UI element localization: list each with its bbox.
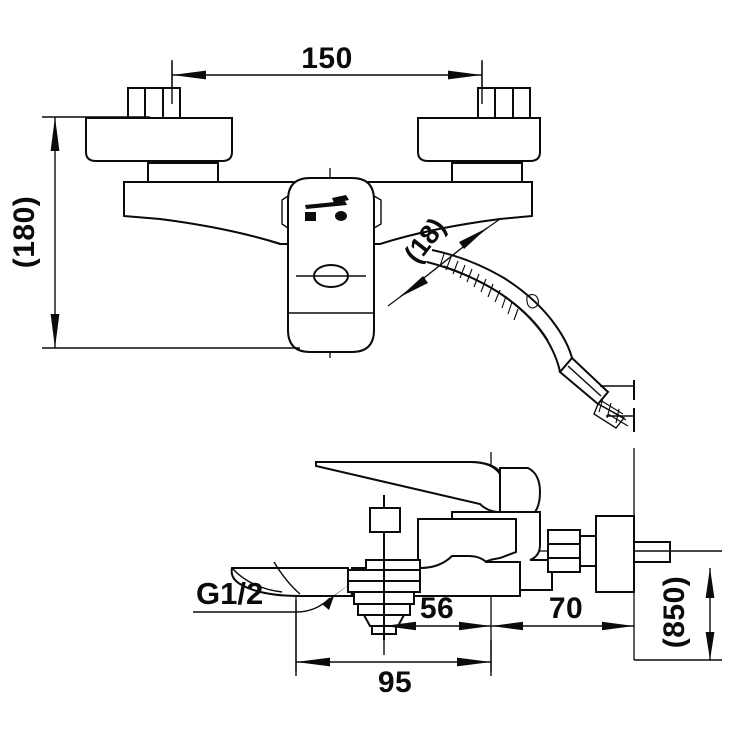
dim95-text: 95	[378, 666, 412, 699]
dim95-arrow-right	[457, 657, 491, 667]
outlet-nut-b	[547, 543, 581, 559]
dim70-text: 70	[549, 592, 583, 625]
dimension-850: (850)	[634, 550, 722, 661]
dim18-ext-upper	[482, 218, 501, 232]
shower-outlet-connector	[547, 515, 671, 593]
handshower-upper-contour	[431, 249, 573, 359]
handshower-grip-knurl	[439, 253, 519, 321]
cold-indicator-square	[305, 212, 316, 221]
dimension-180: (180)	[8, 116, 300, 349]
dim180-arrow-bottom	[50, 314, 60, 348]
dim56-arrow-left	[384, 621, 416, 631]
dim180-arrow-top	[50, 117, 60, 151]
dim56-arrow-right	[459, 621, 491, 631]
label-g12: G1/2	[193, 576, 354, 613]
dim850-arrow-bottom	[705, 632, 715, 660]
spout-lip-detail	[231, 567, 283, 593]
g12-leader-arrow	[322, 581, 354, 610]
outlet-barrel	[595, 515, 635, 593]
brand-glyph-bar	[305, 201, 347, 209]
spout-seam	[273, 561, 301, 595]
side-elevation	[230, 448, 671, 672]
diverter-cap	[369, 507, 401, 533]
dim56-text: 56	[420, 592, 454, 625]
left-cover-flange	[85, 117, 233, 162]
dim150-arrow-right	[448, 70, 482, 80]
handshower-thumb-detail	[526, 293, 539, 309]
dim850-arrow-top	[705, 568, 715, 598]
dim18-ext-lower	[387, 293, 405, 307]
dim70-arrow-left	[491, 621, 523, 631]
bath-spout	[230, 567, 354, 597]
handshower-outlet-face	[593, 403, 626, 429]
outlet-nut-a	[547, 529, 581, 545]
g12-text: G1/2	[196, 576, 263, 611]
right-hex-nut	[477, 87, 531, 119]
dim150-text: 150	[301, 42, 353, 75]
dim18-arrow-upper	[459, 228, 487, 249]
brand-glyph-tick	[332, 195, 349, 203]
dim18-arrow-lower	[400, 276, 428, 297]
outlet-nut-c	[547, 557, 581, 573]
right-cover-flange	[417, 117, 541, 162]
body-right-sweep	[379, 215, 533, 245]
outlet-spigot	[633, 541, 671, 563]
body-left-sweep	[123, 215, 283, 245]
dimension-70: 70	[491, 592, 634, 631]
dim180-text: (180)	[8, 196, 41, 269]
lever-left-notch	[281, 195, 289, 229]
hot-indicator-dot	[335, 211, 347, 221]
lever-handle	[281, 177, 382, 353]
side-lever-underline	[315, 465, 481, 505]
dimension-150: 150	[171, 42, 483, 104]
dim70-arrow-right	[602, 621, 634, 631]
handshower-head-rim	[567, 365, 602, 397]
dim850-text: (850)	[658, 576, 691, 649]
diverter-knob	[347, 495, 421, 640]
hand-shower	[426, 249, 629, 429]
side-lever-cap	[499, 467, 542, 519]
dim95-arrow-left	[296, 657, 330, 667]
dimension-56: 56	[383, 592, 491, 655]
dim150-arrow-left	[172, 70, 206, 80]
lever-right-notch	[373, 195, 382, 229]
dimension-95: 95	[295, 600, 492, 699]
